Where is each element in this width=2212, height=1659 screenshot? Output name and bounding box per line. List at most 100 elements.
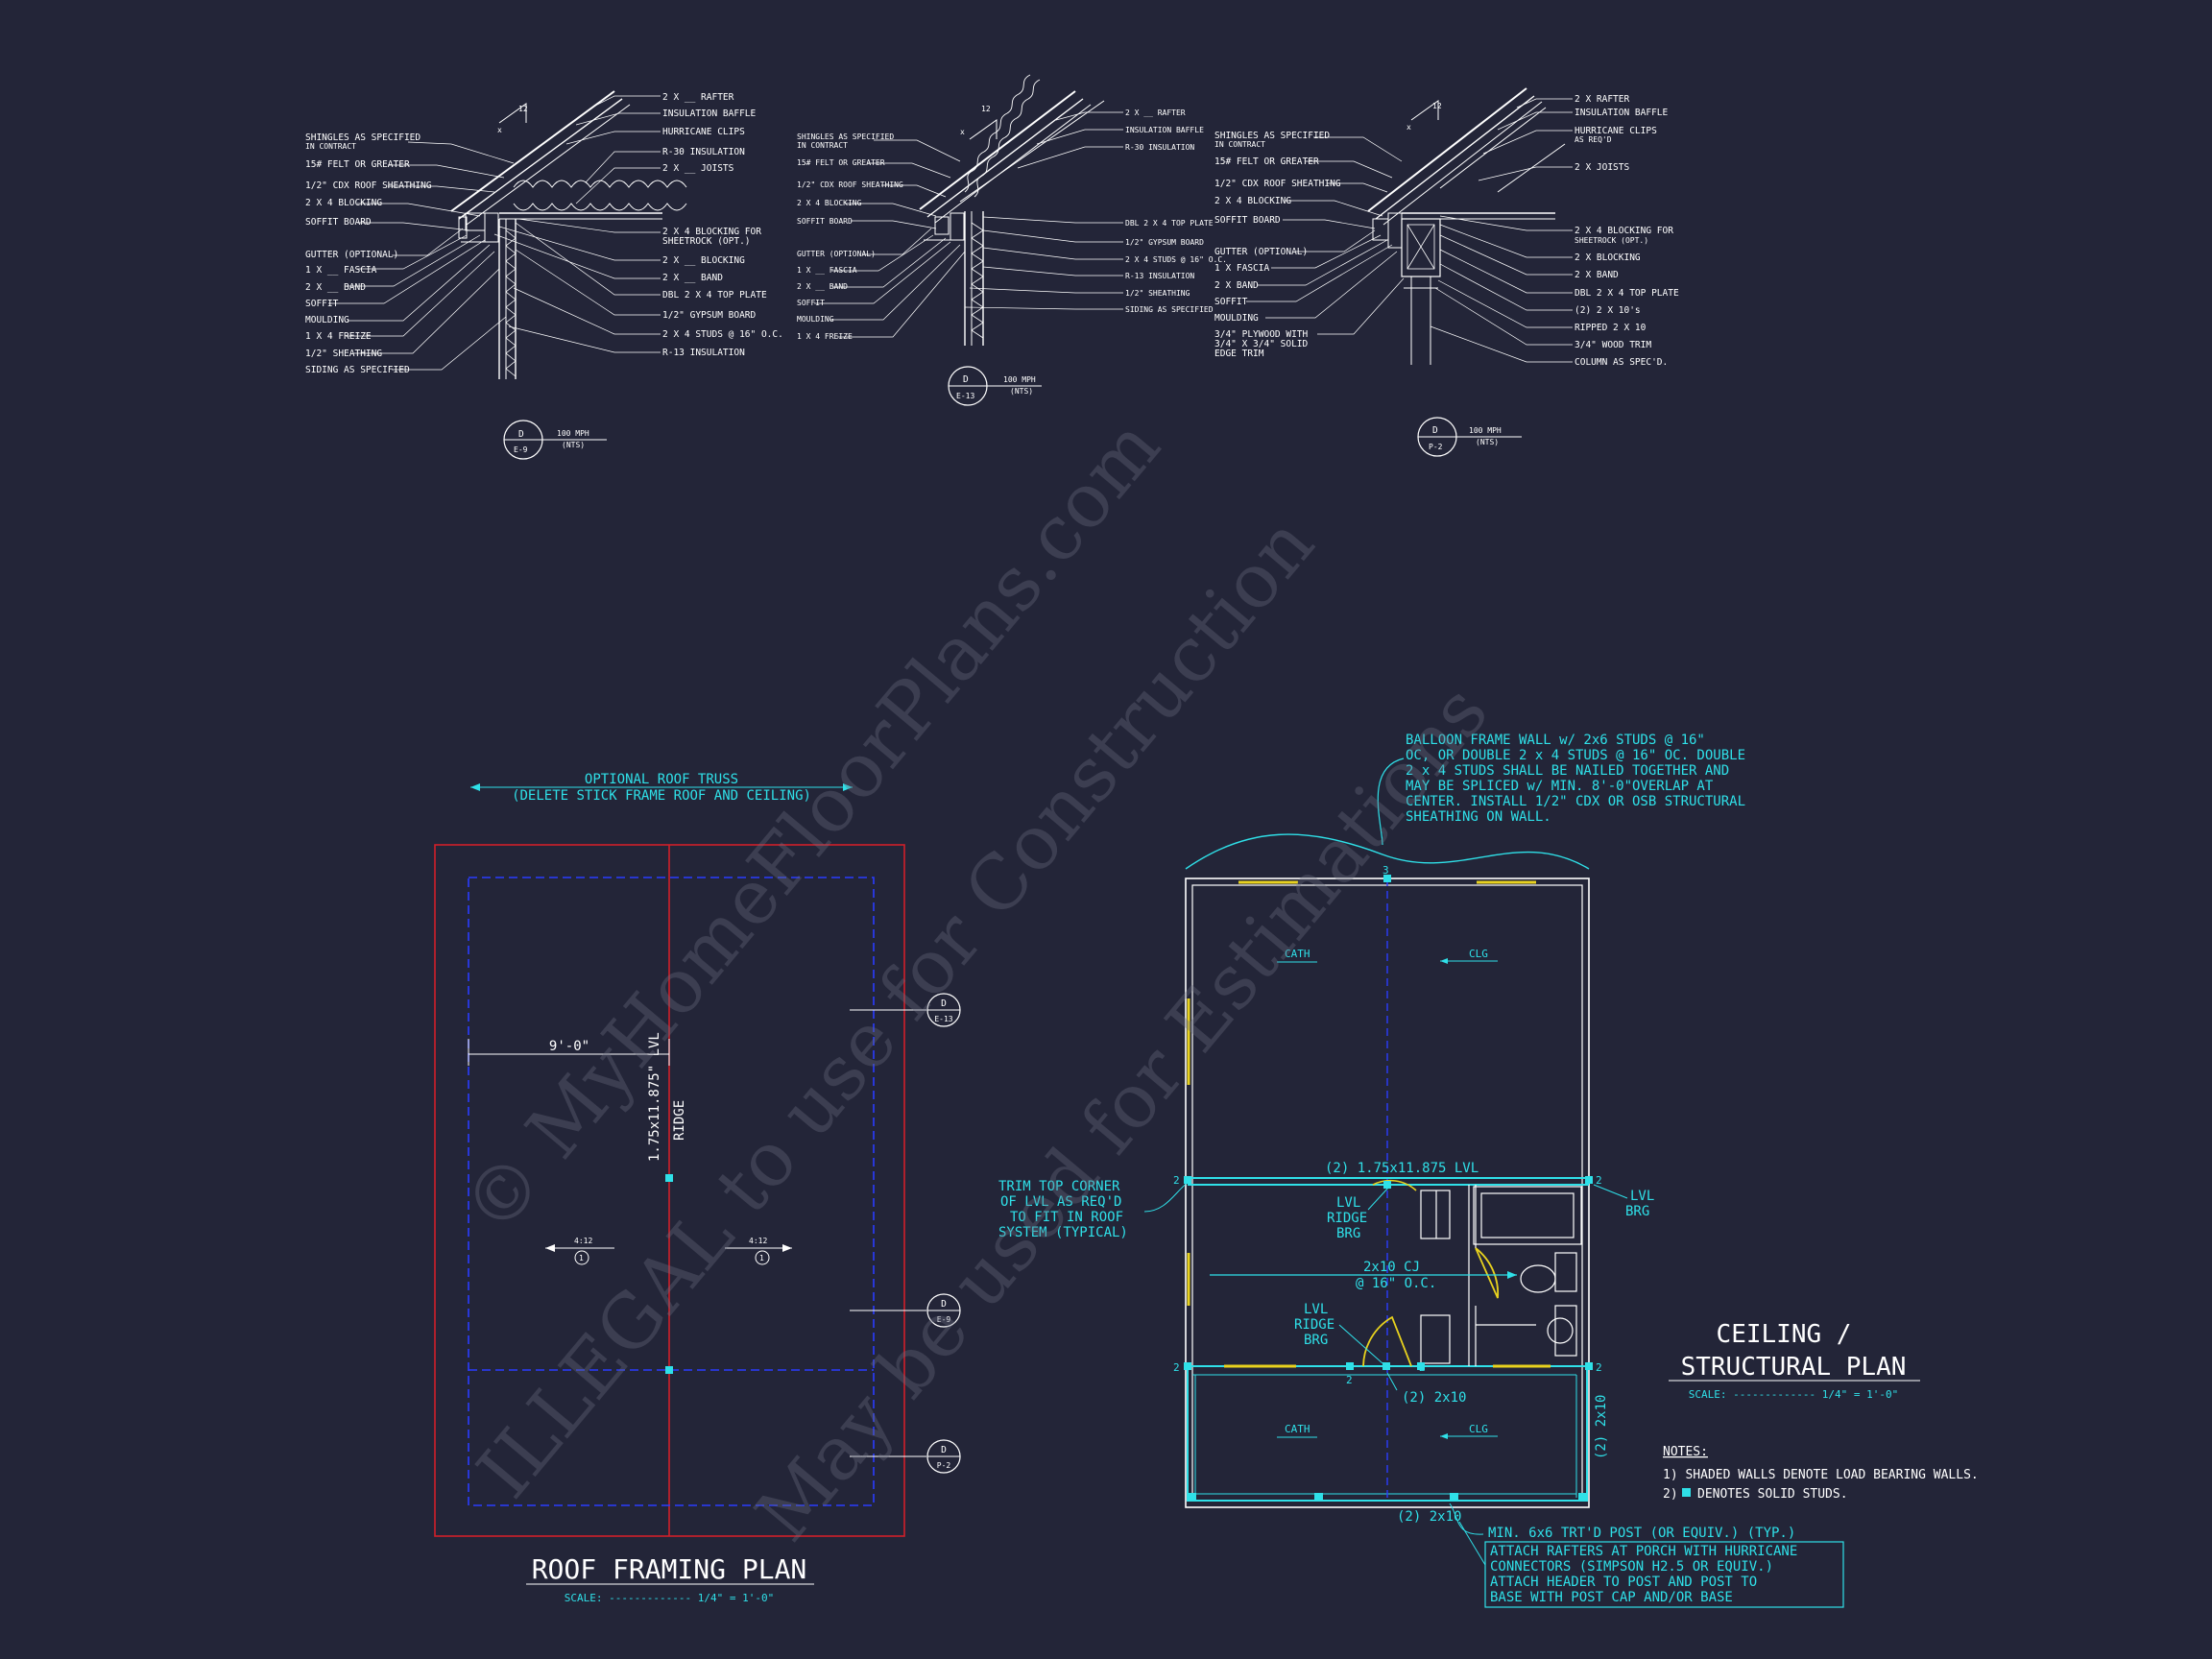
svg-text:2 X 4 STUDS @ 16" O.C.: 2 X 4 STUDS @ 16" O.C. bbox=[1125, 255, 1227, 264]
svg-text:(NTS): (NTS) bbox=[1010, 387, 1033, 396]
pitch-left: 4:12 1 bbox=[545, 1237, 614, 1265]
attach-note-box bbox=[1484, 1541, 1844, 1608]
ridge-label: RIDGE bbox=[672, 1100, 687, 1141]
svg-text:GUTTER (OPTIONAL): GUTTER (OPTIONAL) bbox=[305, 250, 398, 260]
dimension-label: 9'-0" bbox=[549, 1039, 589, 1054]
balloon-frame-note: BALLOON FRAME WALL w/ 2x6 STUDS @ 16" OC… bbox=[1406, 733, 1745, 825]
svg-text:(NTS): (NTS) bbox=[562, 441, 585, 449]
svg-text:2 X RAFTER: 2 X RAFTER bbox=[1575, 94, 1629, 105]
svg-text:2: 2 bbox=[1419, 1361, 1426, 1374]
svg-text:HURRICANE CLIPS: HURRICANE CLIPS bbox=[662, 127, 745, 137]
svg-text:BRG: BRG bbox=[1336, 1226, 1360, 1241]
svg-text:BRG: BRG bbox=[1304, 1333, 1328, 1348]
clg-label-bottom: CLG bbox=[1440, 1423, 1498, 1439]
svg-text:D: D bbox=[963, 374, 969, 385]
p2-detail-tag: D P-2 100 MPH (NTS) bbox=[1417, 417, 1522, 457]
stud-markers: 3 2 2 2 2 2 2 bbox=[1173, 864, 1602, 1502]
cath-label-bottom: CATH bbox=[1277, 1423, 1317, 1438]
svg-text:HURRICANE CLIPS: HURRICANE CLIPS bbox=[1575, 126, 1657, 136]
e9-left-labels: SHINGLES AS SPECIFIED IN CONTRACT 15# FE… bbox=[305, 132, 432, 375]
svg-text:SOFFIT BOARD: SOFFIT BOARD bbox=[797, 217, 853, 226]
svg-text:DBL 2 X 4 TOP PLATE: DBL 2 X 4 TOP PLATE bbox=[662, 290, 767, 301]
ridge-brg-upper: LVL RIDGE BRG bbox=[1327, 1186, 1390, 1241]
svg-text:SHEETROCK (OPT.): SHEETROCK (OPT.) bbox=[662, 236, 751, 247]
svg-text:1/2" CDX ROOF SHEATHING: 1/2" CDX ROOF SHEATHING bbox=[797, 180, 903, 189]
svg-text:2 X __ JOISTS: 2 X __ JOISTS bbox=[662, 163, 734, 174]
detail-e13: 12 x bbox=[797, 74, 1227, 406]
e13-right-labels: 2 X __ RAFTER INSULATION BAFFLE R-30 INS… bbox=[1125, 108, 1227, 314]
svg-text:LVL: LVL bbox=[1336, 1195, 1360, 1211]
svg-text:2 X 4 BLOCKING: 2 X 4 BLOCKING bbox=[1214, 196, 1291, 206]
e9-detail-tag: D E-9 100 MPH (NTS) bbox=[503, 420, 607, 460]
svg-text:D: D bbox=[1432, 425, 1438, 436]
svg-text:SHEATHING ON WALL.: SHEATHING ON WALL. bbox=[1406, 809, 1551, 825]
svg-text:IN CONTRACT: IN CONTRACT bbox=[797, 141, 848, 150]
svg-text:1/2" CDX ROOF SHEATHING: 1/2" CDX ROOF SHEATHING bbox=[305, 180, 432, 191]
svg-text:RIDGE: RIDGE bbox=[1294, 1317, 1334, 1333]
svg-text:2 X __ RAFTER: 2 X __ RAFTER bbox=[1125, 108, 1186, 117]
svg-text:2: 2 bbox=[1173, 1361, 1180, 1374]
svg-text:2 X __ BAND: 2 X __ BAND bbox=[305, 282, 366, 293]
svg-text:(NTS): (NTS) bbox=[1476, 438, 1499, 446]
optional-truss-subnote: (DELETE STICK FRAME ROOF AND CEILING) bbox=[512, 788, 811, 804]
svg-text:1: 1 bbox=[579, 1254, 584, 1262]
svg-text:100 MPH: 100 MPH bbox=[1003, 375, 1036, 384]
svg-text:SOFFIT BOARD: SOFFIT BOARD bbox=[305, 217, 372, 228]
svg-text:2: 2 bbox=[1596, 1174, 1602, 1187]
lvl-brg-label-2: BRG bbox=[1625, 1204, 1649, 1219]
svg-text:CENTER. INSTALL 1/2" CDX OR OS: CENTER. INSTALL 1/2" CDX OR OSB STRUCTUR… bbox=[1406, 794, 1745, 809]
notes-heading: NOTES: bbox=[1663, 1445, 1708, 1459]
svg-text:x: x bbox=[1407, 123, 1411, 132]
lvl-brg-label: LVL bbox=[1630, 1189, 1654, 1204]
pitch-right: 4:12 1 bbox=[725, 1237, 792, 1265]
svg-text:3/4" PLYWOOD WITH: 3/4" PLYWOOD WITH bbox=[1214, 329, 1309, 340]
svg-text:INSULATION BAFFLE: INSULATION BAFFLE bbox=[1575, 108, 1669, 118]
svg-text:15# FELT OR GREATER: 15# FELT OR GREATER bbox=[305, 159, 410, 170]
svg-text:P-2: P-2 bbox=[937, 1461, 951, 1470]
optional-truss-note: OPTIONAL ROOF TRUSS bbox=[585, 772, 738, 787]
svg-text:E-13: E-13 bbox=[934, 1015, 952, 1023]
svg-text:D: D bbox=[518, 429, 524, 440]
svg-text:2: 2 bbox=[1346, 1374, 1353, 1386]
svg-text:(2) 2 X 10's: (2) 2 X 10's bbox=[1575, 305, 1641, 316]
svg-text:2 X __ BAND: 2 X __ BAND bbox=[797, 282, 848, 291]
svg-text:R-13 INSULATION: R-13 INSULATION bbox=[1125, 272, 1194, 280]
svg-text:GUTTER (OPTIONAL): GUTTER (OPTIONAL) bbox=[797, 250, 876, 258]
svg-text:1/2" SHEATHING: 1/2" SHEATHING bbox=[305, 349, 382, 359]
svg-text:4:12: 4:12 bbox=[749, 1237, 767, 1245]
svg-text:EDGE TRIM: EDGE TRIM bbox=[1214, 349, 1264, 359]
svg-text:LVL: LVL bbox=[1304, 1302, 1328, 1317]
side-2x10-label: (2) 2x10 bbox=[1594, 1395, 1609, 1459]
cath-label-top: CATH bbox=[1277, 948, 1317, 963]
svg-text:3: 3 bbox=[1382, 864, 1389, 877]
e9-right-labels: 2 X __ RAFTER INSULATION BAFFLE HURRICAN… bbox=[662, 92, 783, 358]
svg-text:1/2" GYPSUM BOARD: 1/2" GYPSUM BOARD bbox=[662, 310, 757, 321]
svg-text:100 MPH: 100 MPH bbox=[557, 429, 589, 438]
post-note: MIN. 6x6 TRT'D POST (OR EQUIV.) (TYP.) bbox=[1488, 1526, 1795, 1541]
svg-text:BALLOON FRAME WALL w/ 2x6 STUD: BALLOON FRAME WALL w/ 2x6 STUDS @ 16" bbox=[1406, 733, 1705, 748]
roof-plan-title: ROOF FRAMING PLAN bbox=[532, 1553, 807, 1585]
note-2-number: 2) bbox=[1663, 1487, 1678, 1502]
svg-text:1 X 4 FREIZE: 1 X 4 FREIZE bbox=[797, 332, 853, 341]
attach-note-line1: ATTACH RAFTERS AT PORCH WITH HURRICANE bbox=[1490, 1544, 1797, 1559]
ceiling-plan-scale: SCALE: ------------- 1/4" = 1'-0" bbox=[1689, 1388, 1899, 1401]
svg-text:SIDING AS SPECIFIED: SIDING AS SPECIFIED bbox=[305, 365, 410, 375]
svg-text:E-13: E-13 bbox=[956, 392, 974, 400]
svg-text:2 X BLOCKING: 2 X BLOCKING bbox=[1575, 252, 1641, 263]
svg-text:SHINGLES AS SPECIFIED: SHINGLES AS SPECIFIED bbox=[797, 132, 894, 141]
svg-text:2 X 4 BLOCKING: 2 X 4 BLOCKING bbox=[797, 199, 862, 207]
callout-e9: D E-9 bbox=[850, 1293, 961, 1328]
svg-text:2: 2 bbox=[1173, 1174, 1180, 1187]
svg-text:R-13 INSULATION: R-13 INSULATION bbox=[662, 348, 745, 358]
svg-text:DBL 2 X 4 TOP PLATE: DBL 2 X 4 TOP PLATE bbox=[1125, 219, 1214, 228]
svg-text:CATH: CATH bbox=[1285, 948, 1310, 960]
solid-stud-marker bbox=[665, 1174, 673, 1182]
svg-text:2 X 4 BLOCKING FOR: 2 X 4 BLOCKING FOR bbox=[662, 227, 761, 237]
svg-text:P-2: P-2 bbox=[1429, 443, 1443, 451]
svg-text:SIDING AS SPECIFIED: SIDING AS SPECIFIED bbox=[1125, 305, 1214, 314]
lvl-beam-label: (2) 1.75x11.875 LVL bbox=[1325, 1161, 1479, 1176]
svg-text:D: D bbox=[941, 1445, 947, 1455]
svg-text:TRIM TOP CORNER: TRIM TOP CORNER bbox=[998, 1179, 1120, 1194]
svg-text:2 X __ BAND: 2 X __ BAND bbox=[662, 273, 723, 283]
bottom-2x10-label: (2) 2x10 bbox=[1397, 1509, 1461, 1525]
